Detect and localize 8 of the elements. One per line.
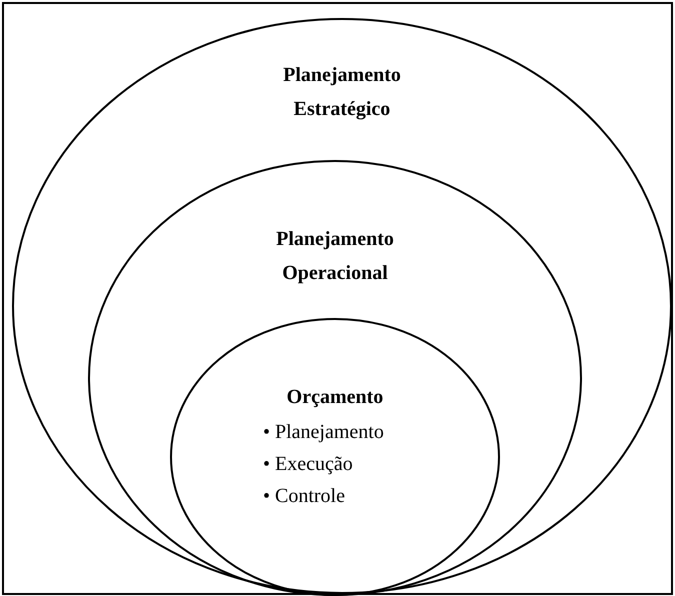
bullet-item: • Execução xyxy=(263,452,354,477)
ellipse-region xyxy=(170,318,500,596)
ellipse-title: Planejamento Estratégico xyxy=(282,63,402,122)
ellipse-title: Planejamento Operacional xyxy=(275,227,395,286)
ellipse-title: Orçamento xyxy=(286,385,384,410)
ellipse-region xyxy=(88,160,582,596)
bullet-item: • Controle xyxy=(263,484,346,509)
bullet-item: • Planejamento xyxy=(263,420,384,445)
